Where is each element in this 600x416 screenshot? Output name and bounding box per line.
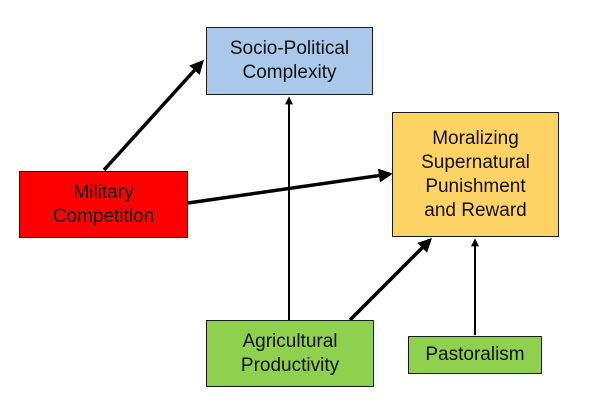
moralizing-supernatural-node: Moralizing Supernatural Punishment and R… (392, 112, 559, 237)
pastoralism-label: Pastoralism (425, 344, 525, 365)
military-competition-label: Military Competition (52, 181, 155, 227)
pastoralism-node: Pastoralism (408, 336, 542, 374)
agricultural-productivity-node: Agricultural Productivity (206, 320, 374, 387)
socio-political-complexity-label: Socio-Political Complexity (229, 38, 350, 83)
arrow-military-to-sociopolitical (102, 59, 204, 172)
moralizing-supernatural-label: Moralizing Supernatural Punishment and R… (421, 127, 530, 221)
arrow-agricultural-to-moralizing (348, 238, 432, 322)
military-competition-node: Military Competition (19, 171, 188, 238)
agricultural-productivity-label: Agricultural Productivity (240, 330, 340, 376)
socio-political-complexity-node: Socio-Political Complexity (206, 27, 373, 95)
